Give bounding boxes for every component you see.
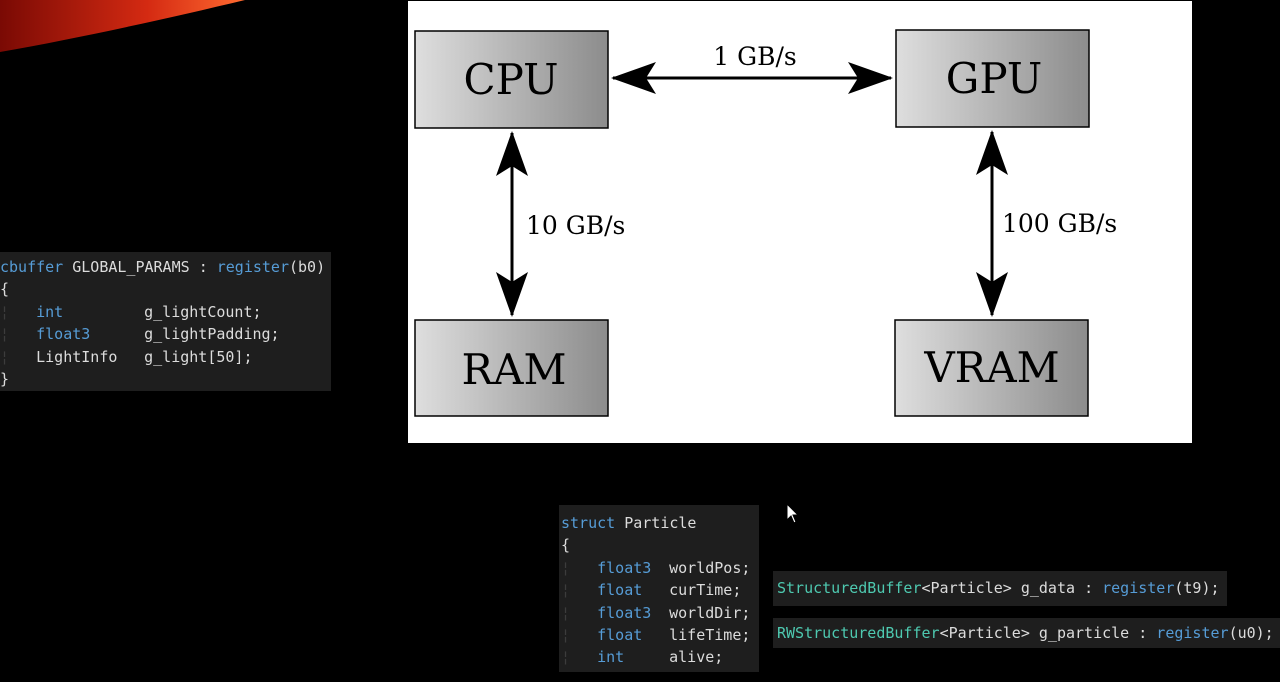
- mouse-pointer-icon: [786, 503, 800, 524]
- diagram-canvas: CPU GPU RAM VRAM 1 GB/s 10 GB/s: [414, 29, 1117, 417]
- decorative-swoosh: [0, 0, 245, 52]
- edge-gpu-vram: 100 GB/s: [976, 130, 1117, 317]
- node-vram-label: VRAM: [923, 343, 1059, 392]
- code-line: cbuffer GLOBAL_PARAMS : register(b0): [0, 258, 326, 276]
- edge-cpu-gpu: 1 GB/s: [611, 42, 893, 94]
- code-snippet-cbuffer: cbuffer GLOBAL_PARAMS : register(b0) { ¦ i…: [0, 252, 331, 391]
- node-gpu-label: GPU: [946, 54, 1042, 103]
- node-ram: RAM: [414, 319, 609, 417]
- code-line: {: [0, 280, 10, 299]
- code-line: struct Particle: [561, 514, 697, 532]
- node-cpu: CPU: [414, 30, 609, 129]
- edge-cpu-ram: 10 GB/s: [496, 131, 625, 317]
- code-line: }: [0, 369, 10, 388]
- code-snippet-rw-structured-buffer: RWStructuredBuffer<Particle> g_particle …: [773, 618, 1280, 648]
- edge-cpu-gpu-label: 1 GB/s: [713, 42, 796, 71]
- bandwidth-diagram: CPU GPU RAM VRAM 1 GB/s 10 GB/s: [408, 1, 1192, 443]
- edge-gpu-vram-label: 100 GB/s: [1002, 209, 1117, 238]
- node-vram: VRAM: [894, 319, 1089, 417]
- node-ram-label: RAM: [462, 345, 567, 394]
- node-gpu: GPU: [895, 29, 1090, 128]
- node-cpu-label: CPU: [463, 55, 558, 104]
- code-snippet-structured-buffer: StructuredBuffer<Particle> g_data : regi…: [773, 571, 1227, 606]
- edge-cpu-ram-label: 10 GB/s: [526, 211, 625, 240]
- code-line: {: [561, 536, 571, 555]
